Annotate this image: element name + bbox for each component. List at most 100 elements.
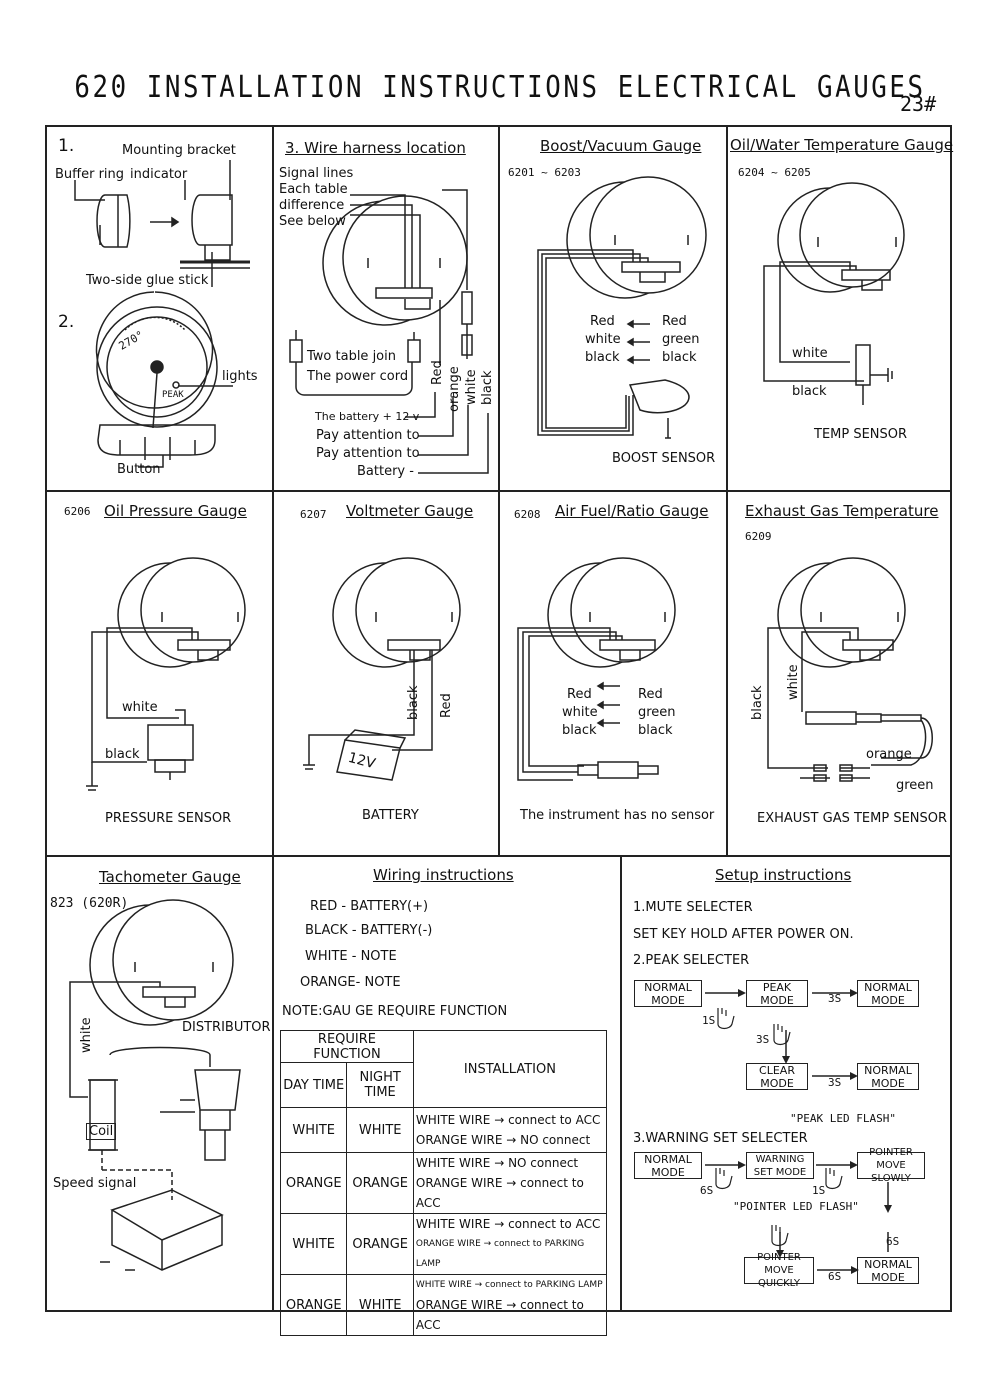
signal-lines-label: Signal lines [279,166,354,181]
mode-box-clear: CLEAR MODE [746,1063,808,1090]
hold-time: 3S [828,992,842,1005]
each-table-label: Each table [279,182,348,197]
install-line: WHITE WIRE → NO connect [415,1156,579,1170]
sensor-label: BATTERY [362,808,419,823]
mode-box-peak: PEAK MODE [746,980,808,1007]
model-number: 6201 ~ 6203 [508,166,581,179]
hold-time: 6S [828,1270,842,1283]
sensor-label: TEMP SENSOR [814,427,908,442]
mounting-bracket-label: Mounting bracket [122,143,236,158]
wiring-line: WHITE - NOTE [305,949,397,964]
difference-label: difference [279,198,345,213]
glue-stick-label: Two-side glue stick [86,273,209,288]
model-number: 6207 [300,508,327,521]
indicator-label: indicator [130,167,188,182]
peak-led-note: "PEAK LED FLASH" [790,1112,896,1125]
wire-map-left: black [585,350,620,365]
install-line: ORANGE WIRE → connect to PARKING LAMP [415,1239,585,1269]
night-cell: ORANGE [346,1213,414,1275]
mode-box-warning: WARNING SET MODE [746,1152,814,1179]
battery-12v-label: The battery + 12 v [315,410,420,423]
wire-map-left: Red [590,314,615,329]
step-number: 2. [58,312,75,332]
pay-attention-label: Pay attention to [316,446,420,461]
sensor-label: EXHAUST GAS TEMP SENSOR [757,811,948,826]
wiring-line: BLACK - BATTERY(-) [305,923,433,938]
distributor-label: DISTRIBUTOR [182,1020,271,1035]
grid-divider [45,490,952,492]
night-cell: WHITE [346,1107,414,1153]
sensor-label: PRESSURE SENSOR [105,811,232,826]
wire-orange-label: orange [866,747,912,762]
warning-selecter-label: 3.WARNING SET SELECTER [633,1131,808,1146]
install-line: WHITE WIRE → connect to ACC [415,1113,601,1127]
wire-map-left: white [562,705,598,720]
install-line: ORANGE WIRE → NO connect [415,1133,591,1147]
install-line: WHITE WIRE → connect to PARKING LAMP [415,1280,603,1290]
speed-signal-label: Speed signal [53,1176,137,1191]
panel-heading: Oil Pressure Gauge [104,502,247,520]
model-number: 6206 [64,505,91,518]
wire-green-label: green [896,778,934,793]
mode-box-normal: NORMAL MODE [634,980,702,1007]
grid-divider [272,125,274,1312]
wiring-note: NOTE:GAU GE REQUIRE FUNCTION [282,1004,508,1019]
power-cord-label: The power cord [307,369,409,384]
button-label: Button [117,462,161,477]
hold-time: 6S [700,1184,714,1197]
hold-time: 6S [886,1235,900,1248]
wiring-table: REQUIRE FUNCTION INSTALLATION DAY TIME N… [279,1030,608,1336]
table-header: INSTALLATION [412,1030,608,1108]
panel-heading: Exhaust Gas Temperature [745,502,939,520]
step-number: 1. [58,136,75,156]
see-below-label: See below [279,214,346,229]
wire-black-label: black [792,384,827,399]
wire-map-left: white [585,332,621,347]
day-cell: ORANGE [279,1274,348,1336]
mute-description: SET KEY HOLD AFTER POWER ON. [633,927,854,942]
mode-box-normal: NORMAL MODE [857,980,919,1007]
mode-box-pointer-quick: POINTER MOVE QUICKLY [744,1252,814,1289]
panel-heading: Voltmeter Gauge [346,502,474,520]
panel-heading: Oil/Water Temperature Gauge [730,136,954,154]
mute-selecter-label: 1.MUTE SELECTER [633,900,753,915]
coil-label: Coil [86,1123,117,1140]
hold-time: 3S [756,1033,770,1046]
model-number: 823 (620R) [50,896,129,911]
hand-pointer-icon [716,1008,842,1246]
wire-white-label: white [122,700,158,715]
day-cell: ORANGE [279,1152,348,1214]
pay-attention-label: Pay attention to [316,428,420,443]
table-row: ORANGE WHITE WHITE WIRE → connect to PAR… [279,1274,608,1336]
panel-heading: Setup instructions [715,866,852,884]
no-sensor-note: The instrument has no sensor [520,808,715,823]
wire-map-right: Red [662,314,687,329]
table-header: DAY TIME [279,1062,348,1108]
peak-selecter-label: 2.PEAK SELECTER [633,953,750,968]
wire-map-right: black [638,723,673,738]
page-title: 620 INSTALLATION INSTRUCTIONS ELECTRICAL… [74,70,926,105]
battery-negative-label: Battery - [357,464,414,479]
grid-divider [45,855,952,857]
sensor-label: BOOST SENSOR [612,451,716,466]
pointer-led-note: "POINTER LED FLASH" [733,1200,859,1213]
wire-map-left: black [562,723,597,738]
model-number: 6208 [514,508,541,521]
mode-box-normal: NORMAL MODE [634,1152,702,1179]
wire-black-label: black [105,747,140,762]
wiring-line: RED - BATTERY(+) [310,899,429,914]
night-cell: WHITE [346,1274,414,1336]
wire-map-right: Red [638,687,663,702]
mode-box-normal: NORMAL MODE [857,1257,919,1284]
wiring-line: ORANGE- NOTE [300,975,401,990]
hold-time: 1S [702,1014,716,1027]
